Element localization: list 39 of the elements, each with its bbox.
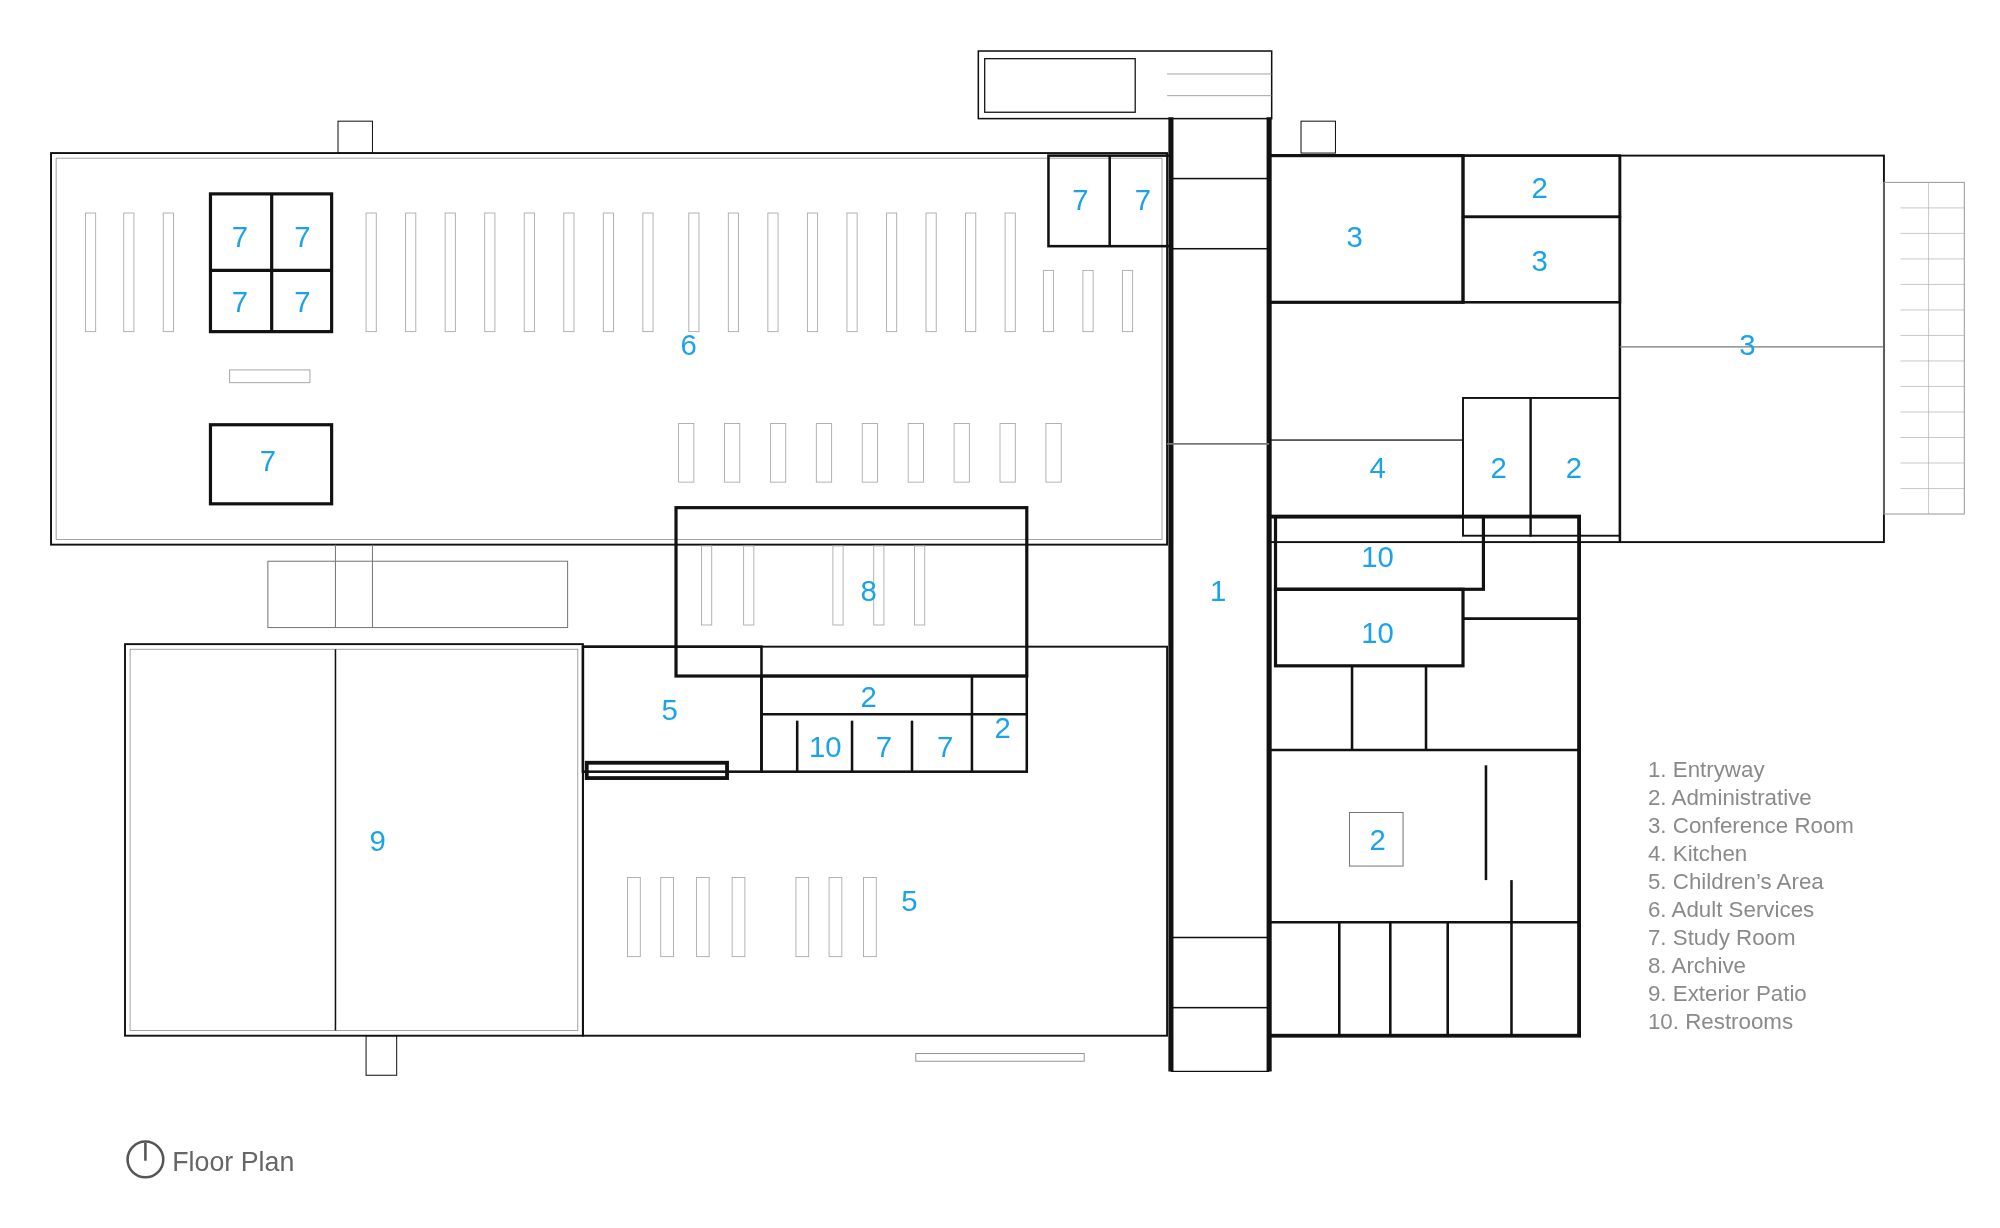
room-number: 7 — [259, 447, 276, 477]
room-number: 2 — [994, 713, 1011, 743]
room-number: 2 — [860, 683, 877, 713]
plan-title: Floor Plan — [172, 1147, 295, 1175]
legend-entry: 3. Conference Room — [1647, 815, 1854, 838]
legend-entry: 1. Entryway — [1647, 758, 1765, 782]
room-number: 6 — [680, 331, 697, 361]
legend-entry: 8. Archive — [1647, 955, 1746, 978]
room-number: 5 — [901, 887, 918, 917]
room-number: 7 — [1072, 185, 1089, 215]
legend-entry: 10. Restrooms — [1647, 1011, 1794, 1034]
room-number: 4 — [1369, 453, 1386, 483]
room-number: 2 — [1490, 453, 1507, 483]
legend-entry: 5. Children’s Area — [1647, 871, 1824, 894]
room-number: 7 — [294, 287, 311, 317]
legend-entry: 9. Exterior Patio — [1647, 983, 1807, 1006]
room-number: 10 — [808, 732, 842, 763]
legend-entry: 6. Adult Services — [1647, 899, 1815, 922]
legend-entry: 4. Kitchen — [1647, 843, 1748, 866]
room-number: 7 — [937, 732, 954, 763]
room-number: 2 — [1565, 453, 1583, 483]
room-number: 3 — [1346, 222, 1363, 252]
room-number: 7 — [875, 732, 893, 763]
room-number: 8 — [860, 577, 877, 607]
legend-entry: 2. Administrative — [1647, 787, 1812, 810]
room-number: 7 — [231, 287, 248, 317]
room-number: 3 — [1531, 246, 1548, 277]
legend-entry: 7. Study Room — [1647, 927, 1796, 950]
room-number: 1 — [1209, 577, 1227, 607]
room-number: 5 — [661, 695, 678, 726]
room-number: 2 — [1369, 825, 1386, 856]
room-number: 7 — [294, 222, 311, 252]
room-number: 7 — [1134, 185, 1151, 215]
room-number: 9 — [369, 827, 386, 857]
room-number: 10 — [1361, 619, 1394, 649]
room-number: 10 — [1361, 542, 1394, 573]
room-number: 2 — [1531, 174, 1548, 204]
room-number: 3 — [1739, 331, 1756, 361]
room-number: 7 — [231, 222, 248, 252]
